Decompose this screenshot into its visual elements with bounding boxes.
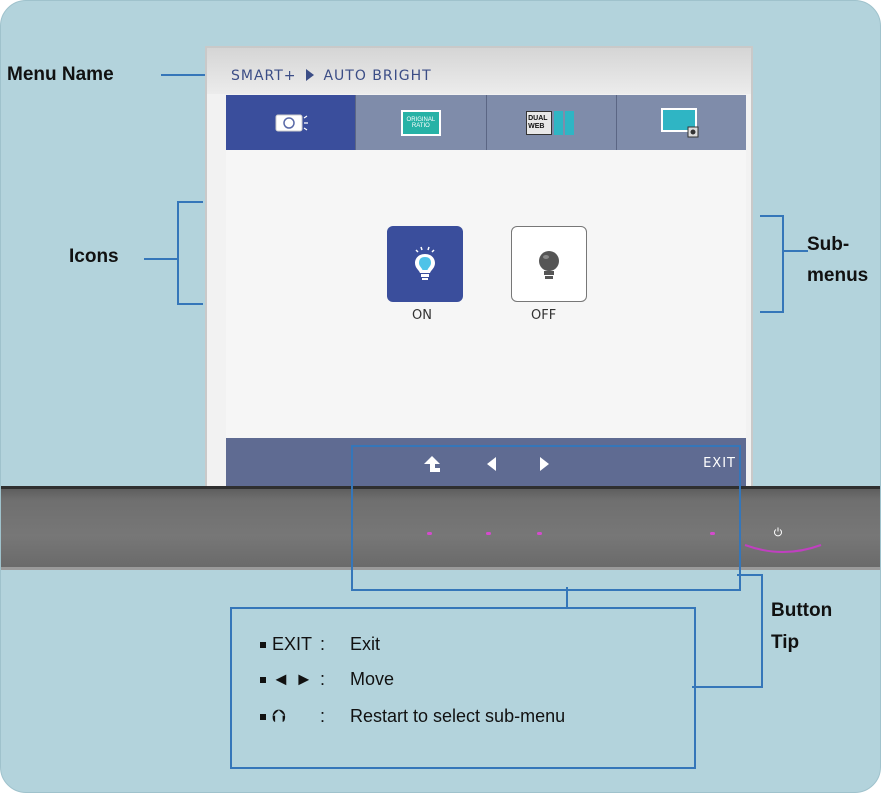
connector-submenus-h bbox=[784, 250, 808, 252]
callout-button-tip-line1: Button bbox=[771, 600, 833, 621]
connector-highlight-down bbox=[566, 587, 568, 607]
power-icon[interactable] bbox=[773, 527, 783, 537]
bullet-icon bbox=[260, 713, 266, 720]
triangle-right-icon bbox=[306, 69, 314, 81]
power-led-glow bbox=[744, 544, 822, 553]
lightbulb-off-icon bbox=[539, 251, 559, 279]
bracket-icons-v bbox=[177, 201, 179, 305]
bullet-icon bbox=[260, 641, 266, 648]
tip-key-move-arrows-icon: ◄ ► bbox=[272, 669, 313, 689]
tip-key-exit: EXIT bbox=[272, 634, 313, 654]
callout-button-tip-line2: Tip bbox=[771, 632, 800, 653]
osd-header: SMART+ AUTO BRIGHT bbox=[207, 48, 751, 94]
auto-bright-icon bbox=[275, 114, 308, 131]
bracket-submenus-top bbox=[760, 215, 784, 217]
tip-colon: : bbox=[320, 706, 326, 726]
bullet-icon bbox=[260, 676, 266, 683]
screen-monitor-icon bbox=[661, 107, 699, 137]
return-up-arrow-icon[interactable] bbox=[423, 455, 441, 473]
right-arrow-icon[interactable] bbox=[539, 457, 549, 471]
callout-menu-name: Menu Name bbox=[7, 64, 114, 85]
tip-row-exit: EXIT : Exit bbox=[260, 634, 380, 655]
submenu-area: ON OFF bbox=[226, 150, 746, 438]
callout-submenus: Sub- menus bbox=[807, 233, 868, 287]
connector-menu-name bbox=[161, 74, 205, 76]
bezel-button-right[interactable] bbox=[537, 532, 542, 535]
option-on-button[interactable] bbox=[387, 226, 463, 302]
tip-colon: : bbox=[320, 634, 326, 654]
callout-icons: Icons bbox=[69, 246, 119, 267]
tip-desc-restart: Restart to select sub-menu bbox=[350, 706, 566, 726]
menu-title-prefix: SMART+ bbox=[231, 68, 297, 84]
original-ratio-icon: ORIGINAL RATIO bbox=[400, 109, 441, 136]
tab-dual-web[interactable]: DUAL WEB bbox=[486, 95, 617, 150]
original-ratio-label: ORIGINAL RATIO bbox=[406, 116, 436, 129]
bezel-button-exit[interactable] bbox=[710, 532, 715, 535]
monitor-bezel bbox=[1, 486, 880, 570]
menu-title-suffix: AUTO BRIGHT bbox=[323, 68, 432, 84]
button-tip-box: EXIT : Exit ◄ ► : Move ⮉ : Restart to se… bbox=[230, 607, 696, 769]
tip-row-move: ◄ ► : Move bbox=[260, 669, 394, 690]
tab-screen[interactable] bbox=[616, 95, 746, 150]
bracket-submenus-v bbox=[782, 215, 784, 313]
bracket-icons-bottom bbox=[177, 303, 203, 305]
bracket-icons-top bbox=[177, 201, 203, 203]
callout-submenus-line2: menus bbox=[807, 265, 869, 286]
connector-button-tip-v bbox=[761, 574, 763, 688]
bezel-button-left[interactable] bbox=[486, 532, 491, 535]
osd-tab-bar: ORIGINAL RATIO DUAL WEB bbox=[226, 95, 746, 150]
bezel-button-return[interactable] bbox=[427, 532, 432, 535]
connector-button-tip-bottom bbox=[692, 686, 763, 688]
tab-auto-bright[interactable] bbox=[226, 95, 357, 150]
tip-desc-move: Move bbox=[350, 669, 395, 689]
bracket-submenus-bottom bbox=[760, 311, 784, 313]
tip-colon: : bbox=[320, 669, 326, 689]
tab-original-ratio[interactable]: ORIGINAL RATIO bbox=[356, 95, 487, 150]
option-on-label: ON bbox=[412, 308, 432, 323]
callout-submenus-line1: Sub- bbox=[807, 234, 850, 255]
osd-exit-label[interactable]: EXIT bbox=[703, 456, 736, 471]
tip-key-return-up-arrow-icon: ⮉ bbox=[272, 706, 286, 726]
dual-web-icon: DUAL WEB bbox=[526, 110, 576, 136]
dual-web-label: DUAL WEB bbox=[528, 114, 548, 130]
left-arrow-icon[interactable] bbox=[487, 457, 497, 471]
connector-icons-h bbox=[144, 258, 177, 260]
option-off-label: OFF bbox=[531, 308, 557, 323]
lightbulb-on-icon bbox=[415, 246, 435, 280]
button-bar-highlight bbox=[351, 445, 741, 591]
tip-row-restart: ⮉ : Restart to select sub-menu bbox=[260, 706, 565, 727]
menu-name-title: SMART+ AUTO BRIGHT bbox=[231, 68, 432, 84]
tip-desc-exit: Exit bbox=[350, 634, 381, 654]
option-off-button[interactable] bbox=[511, 226, 587, 302]
callout-button-tip: Button Tip bbox=[771, 599, 832, 654]
connector-button-tip-top bbox=[737, 574, 763, 576]
osd-screen: SMART+ AUTO BRIGHT ORIGINAL RATIO bbox=[205, 46, 753, 494]
